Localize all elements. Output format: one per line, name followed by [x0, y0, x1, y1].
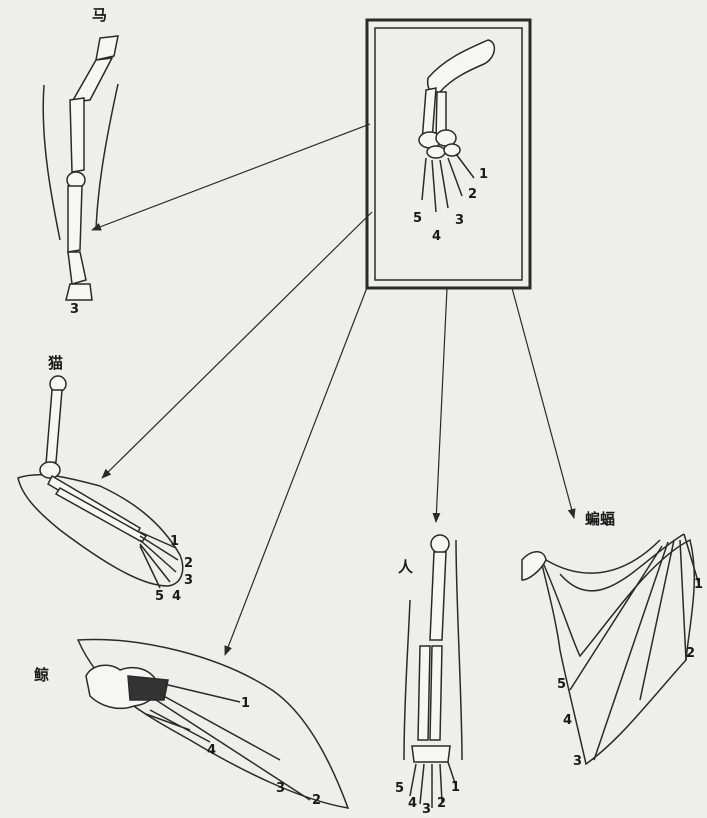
human-digit-5: 5	[395, 782, 404, 795]
arrow-to-human	[436, 288, 447, 522]
cat-digit-3: 3	[184, 574, 193, 587]
horse-limb	[43, 36, 118, 300]
human-digit-3: 3	[422, 803, 431, 816]
center-panel	[367, 20, 530, 288]
human-digit-4: 4	[408, 797, 417, 810]
center-digit-3: 3	[455, 214, 464, 227]
arrow-to-cat	[102, 212, 372, 478]
cat-digit-2: 2	[184, 557, 193, 570]
arrow-to-horse	[92, 124, 370, 230]
cat-digit-5: 5	[155, 590, 164, 603]
arrow-to-whale	[225, 285, 368, 655]
whale-digit-1: 1	[241, 697, 250, 710]
human-digit-1: 1	[451, 781, 460, 794]
bat-digit-5: 5	[557, 678, 566, 691]
whale-digit-4: 4	[207, 744, 216, 757]
horse-label: 马	[92, 8, 107, 23]
bat-wing	[522, 534, 700, 764]
center-digit-1: 1	[479, 168, 488, 181]
cat-label: 猫	[48, 356, 63, 371]
center-digit-4: 4	[432, 230, 441, 243]
whale-digit-2: 2	[312, 794, 321, 807]
center-digit-5: 5	[413, 212, 422, 225]
arrow-to-bat	[512, 288, 574, 518]
whale-label: 鲸	[34, 668, 49, 683]
bat-digit-2: 2	[686, 647, 695, 660]
cat-digit-1: 1	[170, 535, 179, 548]
bat-digit-1: 1	[694, 578, 703, 591]
horse-digit-3: 3	[70, 303, 79, 316]
bat-label: 蝙蝠	[585, 512, 615, 527]
generic-limb-skeleton	[419, 40, 494, 212]
center-digit-2: 2	[468, 188, 477, 201]
bat-digit-3: 3	[573, 755, 582, 768]
human-label: 人	[398, 560, 413, 575]
whale-flipper	[78, 639, 348, 808]
human-digit-2: 2	[437, 797, 446, 810]
whale-digit-3: 3	[276, 782, 285, 795]
cat-limb	[18, 376, 183, 588]
cat-digit-4: 4	[172, 590, 181, 603]
bat-digit-4: 4	[563, 714, 572, 727]
